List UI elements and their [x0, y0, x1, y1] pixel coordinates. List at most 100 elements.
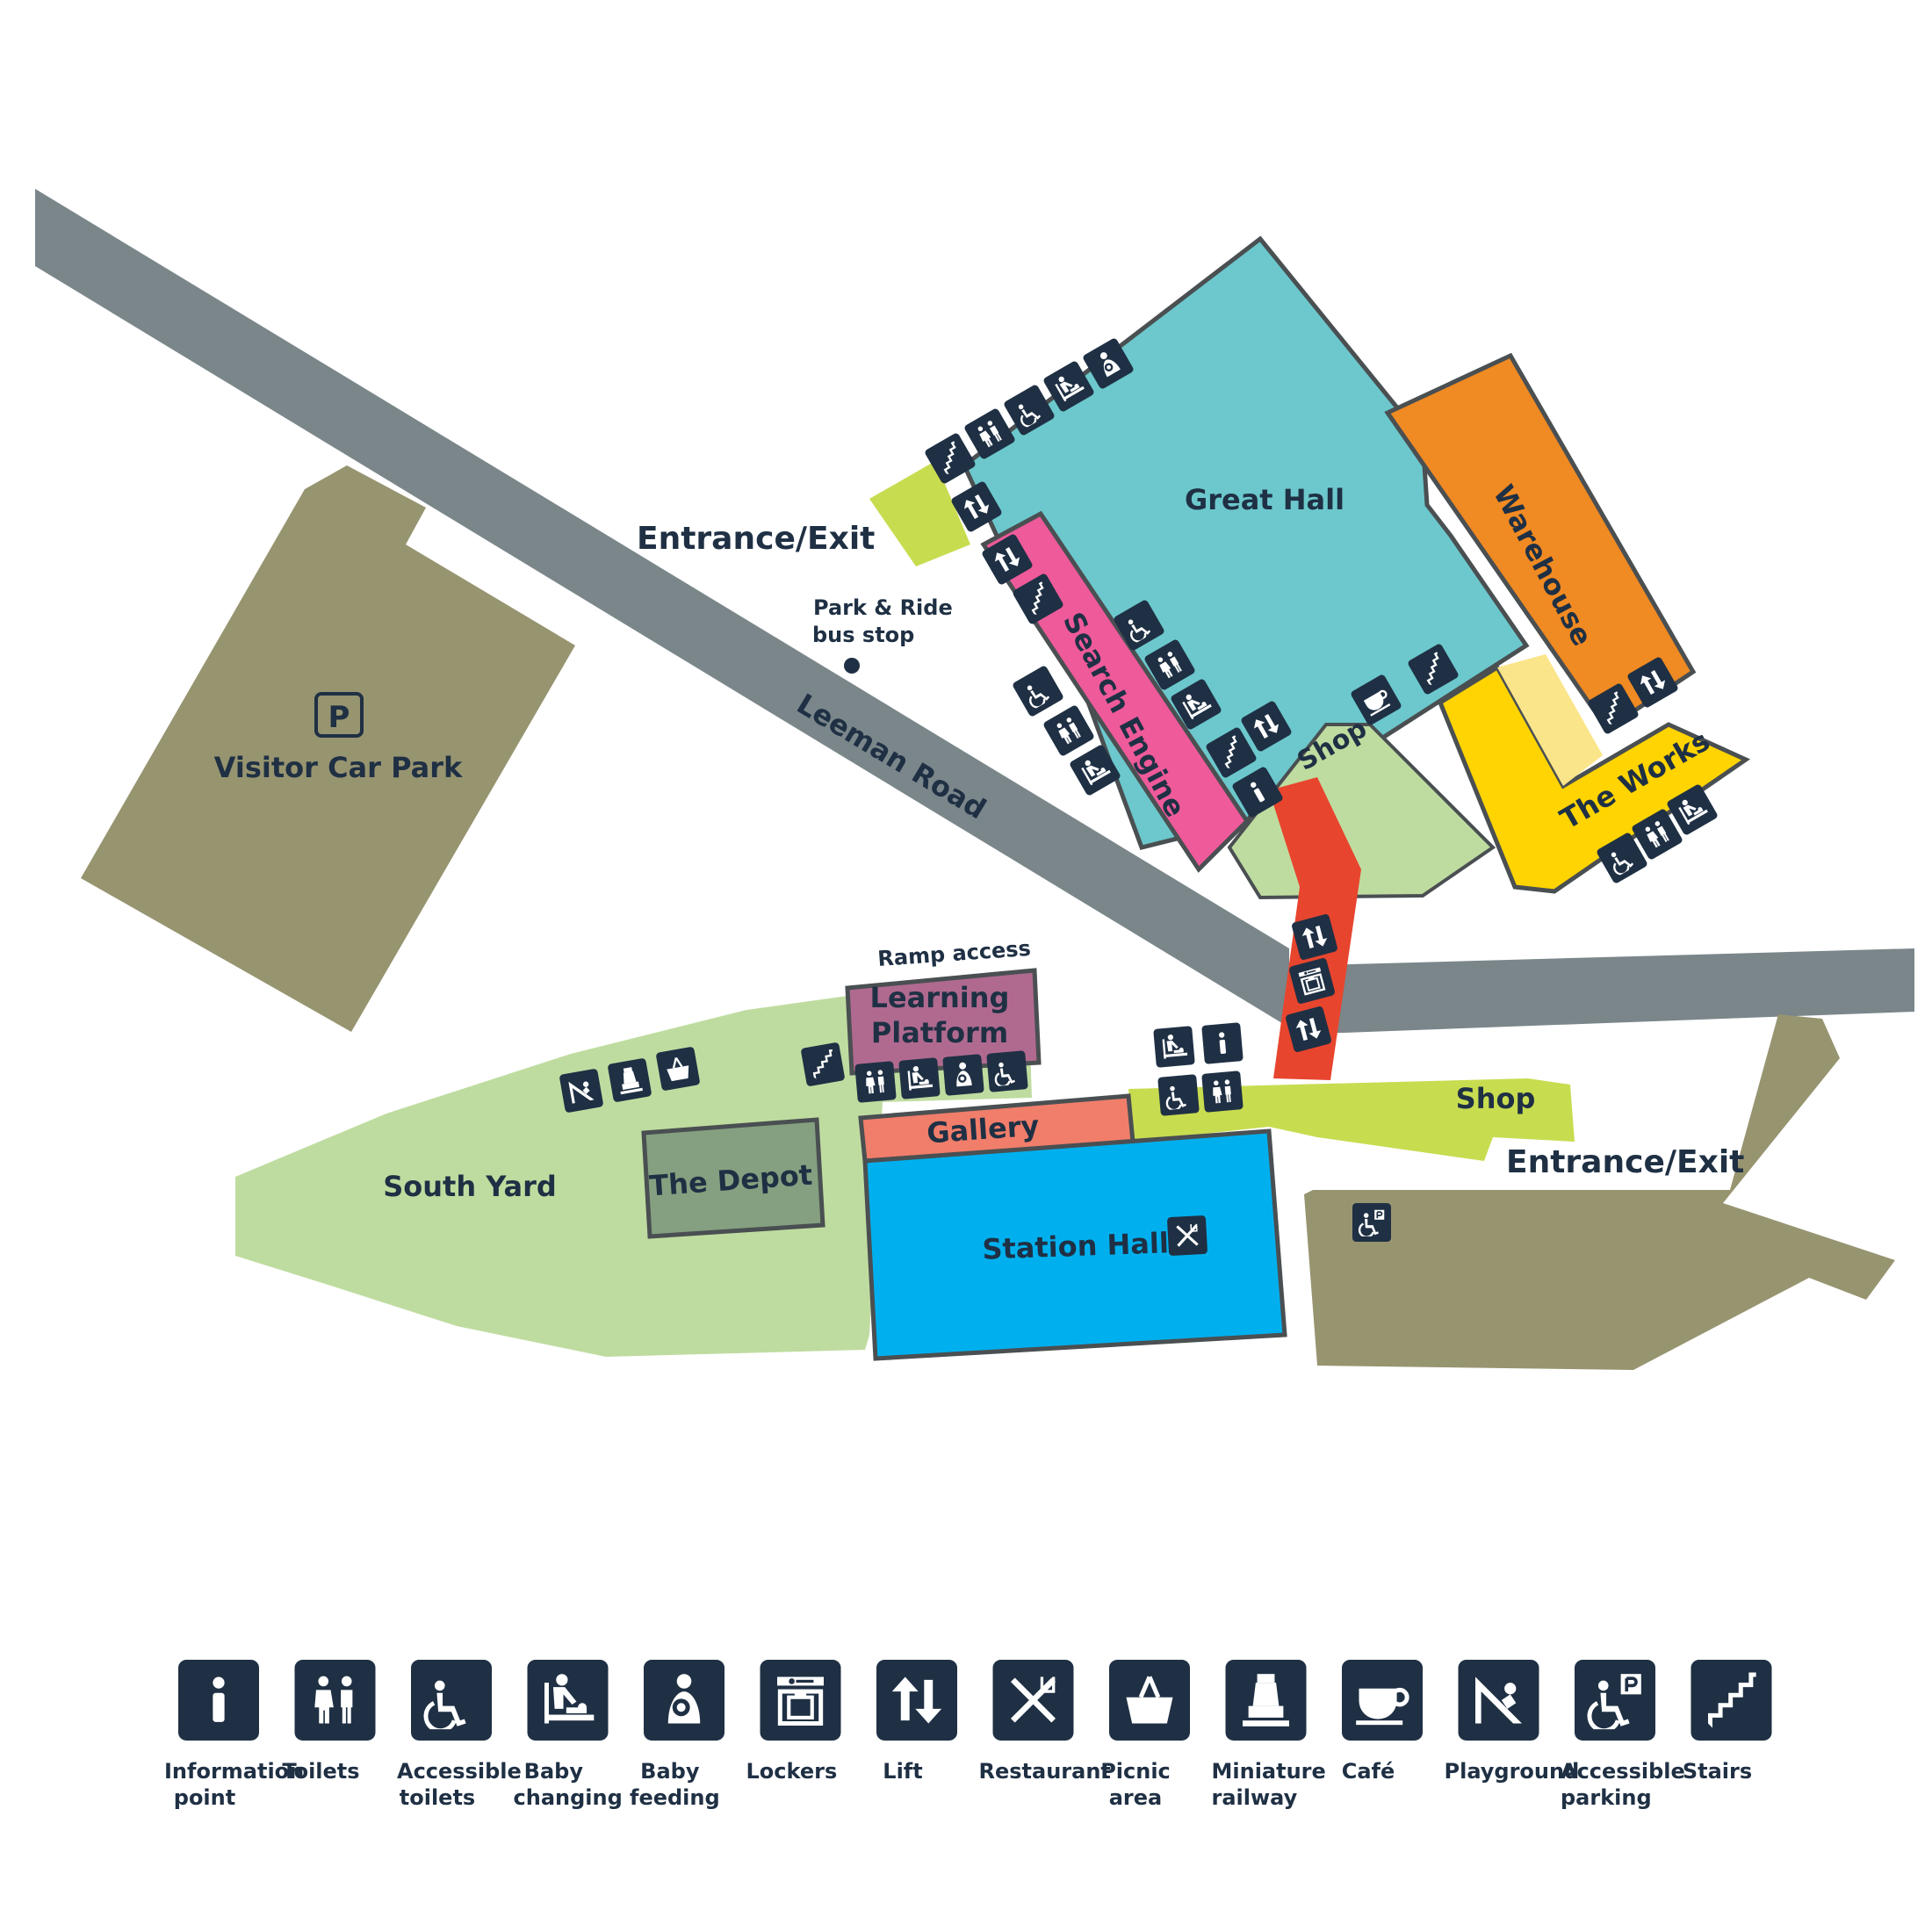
- warehouse-building: [1384, 352, 1697, 732]
- information-point-icon: [1232, 767, 1283, 818]
- information-point-icon: [1201, 1022, 1244, 1064]
- stairs-icon: [1206, 727, 1257, 778]
- leeman-road: [35, 189, 1914, 1034]
- entrance-exit-south-label: Entrance/Exit: [1506, 1144, 1744, 1180]
- accessible-parking-icon: [1352, 1203, 1391, 1242]
- baby-changing-icon: [1070, 745, 1121, 796]
- accessible-toilets-icon: [986, 1050, 1028, 1092]
- learning-platform-label-1: Learning: [870, 981, 1010, 1014]
- toilets-icon: [1201, 1071, 1244, 1113]
- station-hall-building: [862, 1128, 1287, 1361]
- legend-label-line2: parking: [1561, 1785, 1652, 1810]
- map-icons: [559, 338, 1718, 1256]
- lift-icon: [951, 481, 1002, 532]
- legend-label-line2: toilets: [400, 1785, 475, 1810]
- visitor-car-park-label: Visitor Car Park: [214, 751, 463, 784]
- lift-icon: [982, 534, 1033, 585]
- stairs-icon: [925, 433, 976, 484]
- toilets-icon: [1144, 639, 1195, 690]
- restaurant-icon: [992, 1660, 1074, 1741]
- picnic-area-icon: [1109, 1660, 1190, 1741]
- baby-changing-icon: [1043, 361, 1094, 412]
- station-hall-label: Station Hall: [982, 1226, 1170, 1265]
- lift-icon: [1627, 657, 1678, 708]
- baby-changing-icon: [1171, 679, 1222, 730]
- legend-label: Miniature: [1212, 1759, 1326, 1784]
- cafe-icon: [1342, 1660, 1423, 1741]
- bus-stop-label: bus stop: [812, 623, 914, 647]
- legend-label: Lift: [883, 1759, 922, 1784]
- legend-label-line2: railway: [1212, 1785, 1298, 1810]
- baby-changing-icon: [1667, 784, 1718, 835]
- lift-icon: [1241, 701, 1292, 752]
- accessible-toilets-icon: [1004, 385, 1055, 436]
- stairs-icon: [1588, 683, 1639, 734]
- learning-platform-label-2: Platform: [871, 1016, 1008, 1049]
- lockers-icon: [760, 1660, 841, 1741]
- stairs-icon: [1408, 644, 1459, 695]
- playground-icon: [559, 1069, 603, 1113]
- baby-changing-icon: [1153, 1026, 1195, 1068]
- legend-label-line2: changing: [514, 1785, 623, 1810]
- cafe-icon: [1351, 674, 1402, 725]
- toilets-icon: [1632, 809, 1683, 860]
- lift-icon: [876, 1660, 957, 1741]
- entrance-exit-north-label: Entrance/Exit: [637, 521, 875, 557]
- information-point-icon: [178, 1660, 259, 1741]
- baby-feeding-icon: [942, 1054, 984, 1096]
- stairs-icon: [1690, 1660, 1772, 1741]
- legend-label: Stairs: [1683, 1759, 1752, 1784]
- legend-label: Accessible: [397, 1759, 522, 1784]
- restaurant-icon: [1167, 1215, 1208, 1256]
- legend-label: Toilets: [282, 1759, 359, 1784]
- legend-label-line2: feeding: [630, 1785, 720, 1810]
- parking-sign-letter: P: [328, 700, 350, 735]
- great-hall-label: Great Hall: [1185, 483, 1344, 516]
- south-car-park: [1304, 1014, 1895, 1370]
- baby-changing-icon: [527, 1660, 609, 1741]
- legend-label: Café: [1342, 1759, 1395, 1784]
- gallery-label: Gallery: [926, 1109, 1041, 1150]
- legend-label: Restaurant: [979, 1759, 1111, 1784]
- accessible-toilets-icon: [1157, 1074, 1200, 1116]
- picnic-area-icon: [656, 1047, 700, 1091]
- stairs-icon: [1013, 573, 1063, 624]
- baby-feeding-icon: [1083, 338, 1134, 389]
- entrance-north-block: [869, 461, 970, 566]
- legend-label: Picnic: [1100, 1759, 1171, 1784]
- playground-icon: [1458, 1660, 1539, 1741]
- the-works-building: [1437, 654, 1751, 894]
- miniature-railway-icon: [608, 1058, 652, 1102]
- learning-platform-building: [845, 968, 1042, 1076]
- stairs-icon: [801, 1042, 845, 1086]
- south-yard-label: South Yard: [383, 1170, 557, 1203]
- legend-label: Baby: [524, 1759, 584, 1784]
- toilets-icon: [964, 408, 1015, 459]
- accessible-toilets-icon: [411, 1660, 492, 1741]
- legend-label-line2: point: [174, 1785, 235, 1810]
- toilets-icon: [1043, 705, 1094, 756]
- miniature-railway-icon: [1225, 1660, 1307, 1741]
- shop-south-label: Shop: [1456, 1082, 1536, 1115]
- baby-feeding-icon: [644, 1660, 724, 1741]
- the-depot-building: [641, 1117, 825, 1239]
- ramp-access-label: Ramp access: [876, 936, 1031, 971]
- toilets-icon: [854, 1061, 897, 1103]
- lockers-icon: [1289, 958, 1335, 1004]
- lift-icon: [1292, 914, 1337, 960]
- accessible-toilets-icon: [1013, 666, 1063, 717]
- legend-label: Information: [164, 1759, 304, 1784]
- legend-label: Playground: [1445, 1759, 1580, 1784]
- park-ride-label: Park & Ride: [813, 595, 953, 620]
- legend-label: Lockers: [746, 1759, 838, 1784]
- parking-sign-icon: P: [314, 692, 364, 738]
- legend-label-line2: area: [1109, 1785, 1163, 1810]
- legend-label: Accessible: [1561, 1759, 1685, 1784]
- bus-stop-marker[interactable]: [844, 658, 860, 674]
- accessible-parking-icon: [1575, 1660, 1655, 1741]
- baby-changing-icon: [898, 1057, 941, 1099]
- lift-icon: [1286, 1006, 1331, 1052]
- legend-label: Baby: [640, 1759, 700, 1784]
